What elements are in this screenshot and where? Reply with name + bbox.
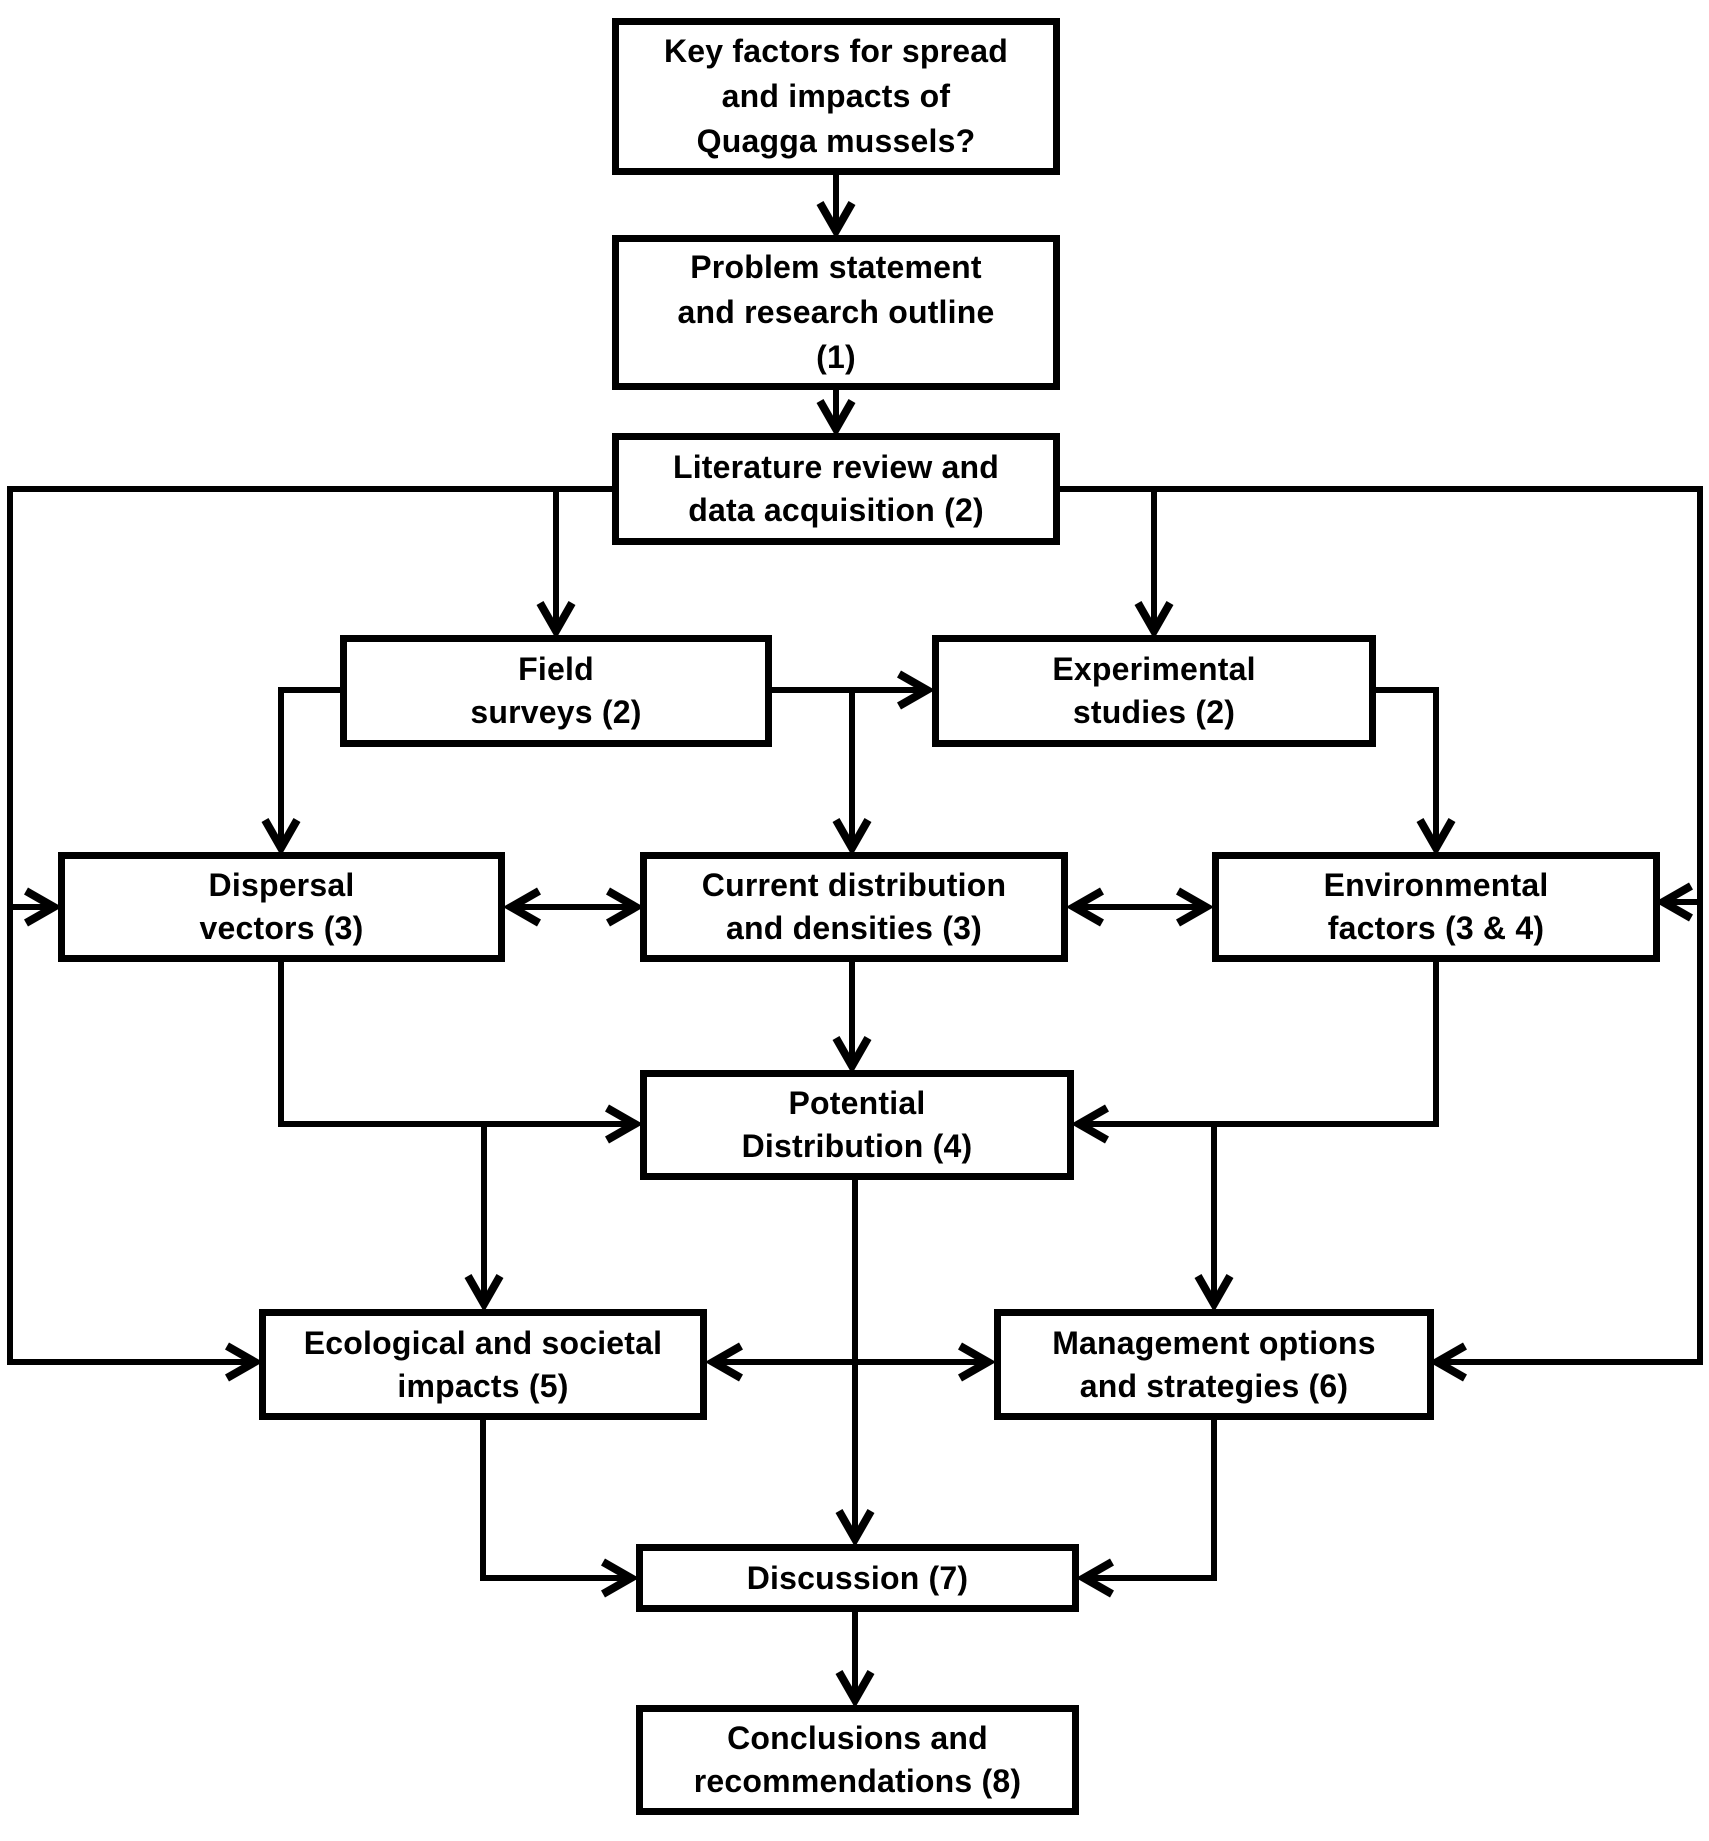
node-potential-distribution: Potential Distribution (4)	[640, 1070, 1074, 1180]
edge-dispersal-to-potential	[278, 962, 644, 1144]
node-key-question: Key factors for spread and impacts of Qu…	[612, 18, 1060, 175]
node-experimental-studies: Experimental studies (2)	[932, 635, 1376, 747]
node-problem-statement: Problem statement and research outline (…	[612, 235, 1060, 390]
edge-field-to-dispersal	[261, 687, 340, 857]
edge-environmental-to-potential	[1070, 962, 1439, 1144]
node-management-options: Management options and strategies (6)	[994, 1309, 1434, 1420]
edge-literature-left-loop-to-ecological	[7, 486, 612, 1382]
node-dispersal-vectors: Dispersal vectors (3)	[58, 852, 505, 962]
node-discussion: Discussion (7)	[636, 1544, 1079, 1612]
edge-ecological-to-discussion	[480, 1420, 640, 1598]
node-literature-review: Literature review and data acquisition (…	[612, 433, 1060, 545]
edge-experimental-to-environmental	[1376, 687, 1456, 857]
node-current-distribution: Current distribution and densities (3)	[640, 852, 1068, 962]
edge-literature-right-loop-to-management	[1060, 486, 1703, 1382]
edge-management-to-discussion	[1075, 1420, 1217, 1598]
node-ecological-societal-impacts: Ecological and societal impacts (5)	[259, 1309, 707, 1420]
node-conclusions: Conclusions and recommendations (8)	[636, 1705, 1079, 1815]
node-environmental-factors: Environmental factors (3 & 4)	[1212, 852, 1660, 962]
node-field-surveys: Field surveys (2)	[340, 635, 772, 747]
